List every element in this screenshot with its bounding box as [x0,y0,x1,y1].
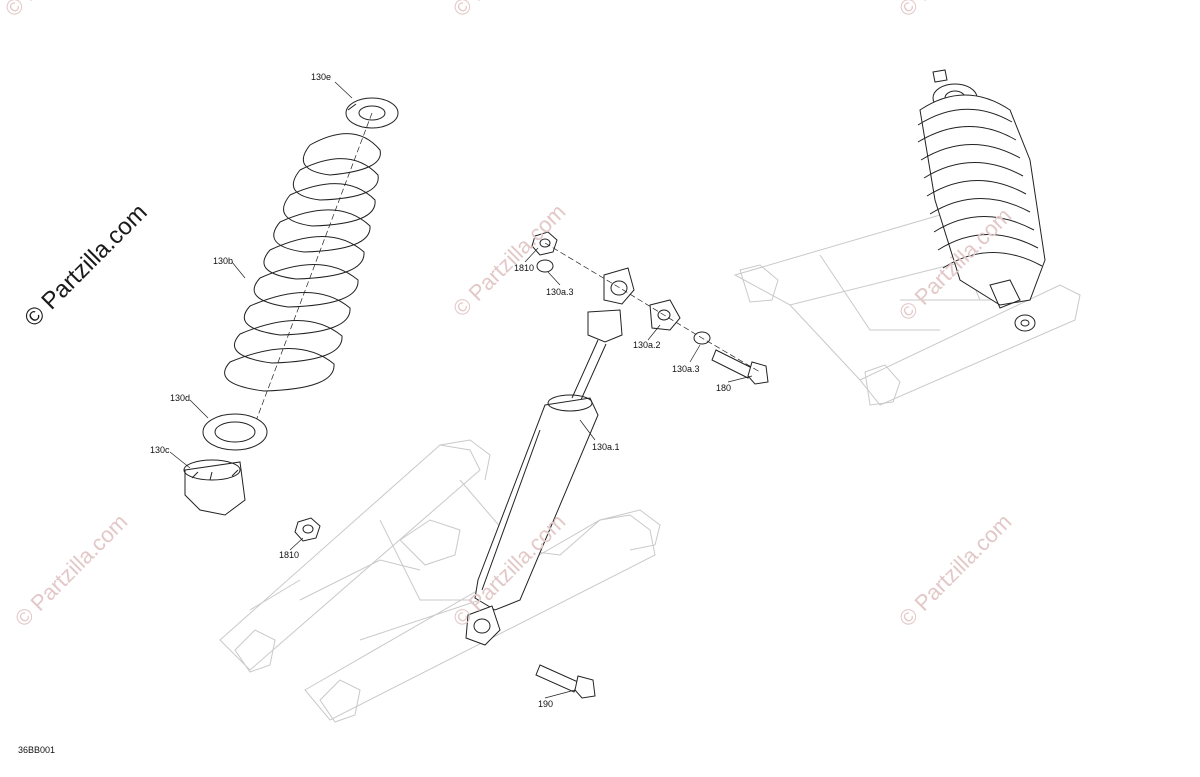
callout-130c: 130c [150,445,170,455]
watermark: © Partzilla.com [448,0,571,22]
watermark: © Partzilla.com [894,509,1017,632]
callout-1810-top: 1810 [514,263,534,273]
assembly-axis [544,242,761,373]
swing-arm-ghost-center [219,439,661,723]
callout-180: 180 [716,383,731,393]
watermark: © Partzilla.com [448,199,571,322]
watermark-side: © Partzilla.com [19,199,152,332]
watermark: © Partzilla.com [10,509,133,632]
callout-130a3-right: 130a.3 [672,364,700,374]
spring-seat-washer [202,413,268,451]
coil-spring [224,112,381,451]
callout-190: 190 [538,699,553,709]
callout-130e: 130e [311,72,331,82]
hardware-circlip-right [693,331,711,345]
callout-1810-bottom: 1810 [279,550,299,560]
hardware-circlip-left [536,259,554,273]
hardware-bolt-180 [711,349,769,385]
callout-130a1: 130a.1 [592,442,620,452]
callout-130b: 130b [213,256,233,266]
leader-lines [169,81,753,699]
callout-130d: 130d [170,393,190,403]
spring-adjuster-collar [183,459,246,516]
callout-130a2: 130a.2 [633,340,661,350]
shock-absorber-center [465,267,635,646]
watermark: © Partzilla.com [0,0,122,22]
hardware-nut-bottom [294,517,321,542]
hardware-nut-top [531,231,558,256]
watermark: © Partzilla.com [894,0,1017,22]
assembled-shock-right [917,69,1046,332]
hardware-bolt-190 [535,664,596,699]
figure-code: 36BB001 [18,745,55,755]
hardware-bushing [649,299,681,331]
callout-130a3-left: 130a.3 [546,287,574,297]
